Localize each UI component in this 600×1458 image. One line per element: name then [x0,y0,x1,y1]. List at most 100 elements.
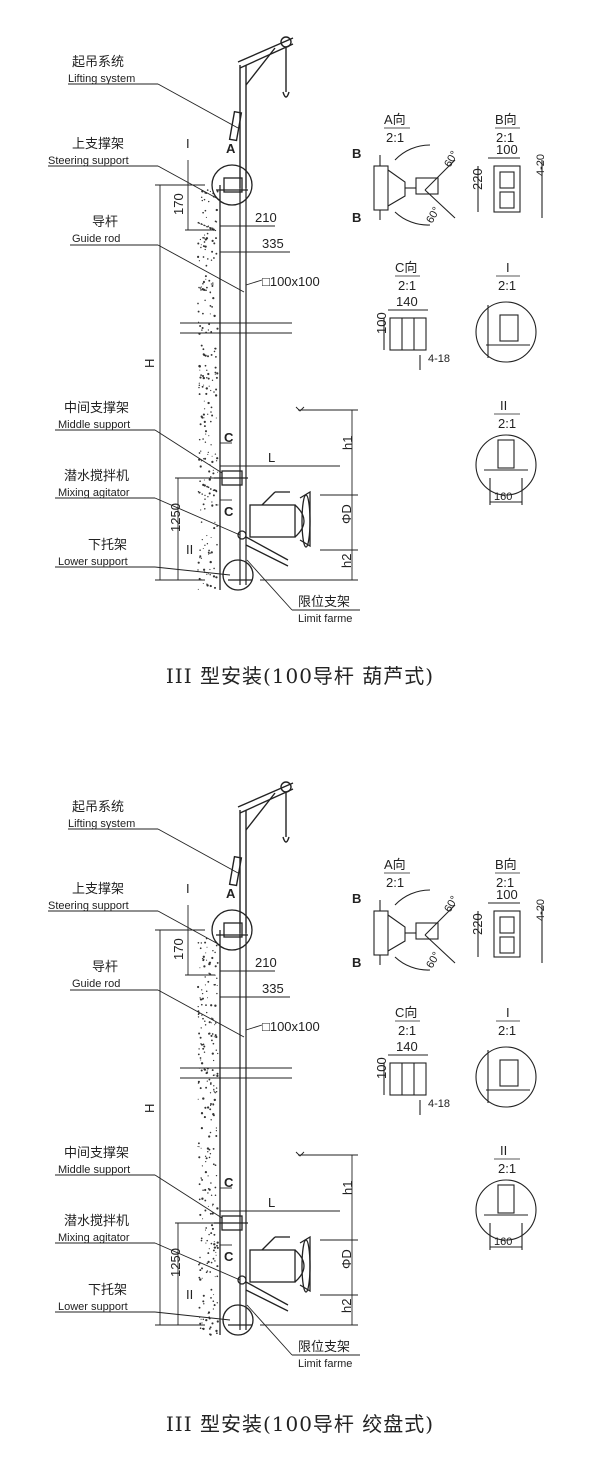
detail-A-view: A向 2:1 B B 60° 60° [352,112,461,226]
concrete-dot [204,238,207,241]
dim-h1: h1 [340,436,355,450]
detail-A-angle1: 60° [442,149,461,169]
concrete-dot [216,1074,219,1078]
detail-II-title: II [500,1143,507,1158]
concrete-dot [213,242,216,245]
mark-II: II [186,1287,193,1302]
concrete-dot [203,224,205,227]
concrete-dot [198,1032,201,1035]
concrete-dot [215,1329,218,1333]
concrete-dot [214,1004,217,1007]
concrete-dot [214,965,217,968]
concrete-dot [214,1194,217,1197]
concrete-dot [204,245,207,248]
concrete-dot [212,284,214,286]
concrete-dot [201,374,205,378]
detail-I-title: I [506,260,510,275]
concrete-dot [216,190,219,193]
concrete-dot [213,1098,216,1102]
concrete-dot [209,1333,212,1336]
concrete-dot [200,1147,202,1149]
label-lifting-en: Lifting system [68,818,135,830]
concrete-dot [205,1004,207,1006]
label-lower-en: Lower support [58,1301,128,1313]
concrete-dot [198,438,201,441]
concrete-dot [204,494,206,497]
concrete-dot [206,1106,210,1109]
concrete-dot [213,527,216,530]
concrete-dot [209,1271,212,1273]
concrete-dot [210,1103,212,1105]
concrete-dot [204,248,206,251]
concrete-dot [204,441,207,443]
lifting-crane [228,36,294,188]
concrete-dot [204,508,206,510]
concrete-dot [207,226,209,228]
concrete-dot [209,313,211,315]
concrete-dot [200,1027,202,1029]
detail-B-220: 220 [470,913,485,935]
detail-I: I 2:1 [475,260,537,363]
concrete-dot [215,376,218,379]
detail-C-scale: 2:1 [398,278,416,293]
concrete-dot [207,553,210,555]
concrete-dot [216,1275,219,1278]
concrete-dot [215,1049,218,1051]
concrete-dot [202,959,205,962]
concrete-dot [202,1017,204,1020]
concrete-dot [211,504,214,507]
concrete-dot [200,286,202,288]
concrete-dot [211,1322,214,1325]
concrete-dot [197,588,199,590]
concrete-dot [211,455,213,457]
concrete-dot [216,1207,219,1210]
concrete-dot [198,382,200,384]
concrete-dot [206,369,208,371]
concrete-dot [200,1237,203,1240]
concrete-dot [216,1072,219,1075]
dim-H: H [142,1104,157,1113]
upper-support [211,909,253,951]
concrete-dot [208,972,210,975]
concrete-dot [210,1224,214,1227]
detail-C-140: 140 [396,294,418,309]
concrete-dot [215,1135,218,1137]
concrete-dot [202,547,204,550]
detail-B-220: 220 [470,168,485,190]
concrete-dot [206,485,208,488]
concrete-dot [202,568,206,571]
concrete-dot [198,1146,200,1148]
concrete-dot [204,941,207,944]
dim-210: 210 [255,955,277,970]
concrete-dot [198,1306,201,1309]
concrete-dot [206,189,209,191]
concrete-dot [203,408,206,410]
concrete-dot [204,234,206,236]
concrete-dot [208,1078,211,1081]
concrete-dot [207,486,210,489]
concrete-dot [215,1174,218,1177]
mixing-agitator [237,1235,311,1312]
concrete-dot [197,1016,200,1018]
guide-rod [180,933,292,1330]
concrete-dot [199,549,201,551]
concrete-dot [217,471,219,473]
concrete-dot [201,223,203,225]
concrete-dot [210,1022,212,1024]
concrete-dot [208,279,211,282]
concrete-dot [211,956,214,960]
dim-1250: 1250 [168,503,183,532]
detail-I-title: I [506,1005,510,1020]
label-guide-en: Guide rod [72,233,120,245]
concrete-dot [209,1108,212,1111]
concrete-dot [199,1278,202,1281]
concrete-dot [197,1053,200,1056]
concrete-dot [204,498,206,500]
concrete-dot [204,364,207,367]
concrete-dot [199,1036,202,1039]
concrete-dot [199,1269,202,1272]
concrete-dot [202,997,204,1000]
concrete-dot [216,961,219,964]
concrete-dot [210,1242,213,1245]
label-middle-cn: 中间支撑架 [64,401,129,416]
